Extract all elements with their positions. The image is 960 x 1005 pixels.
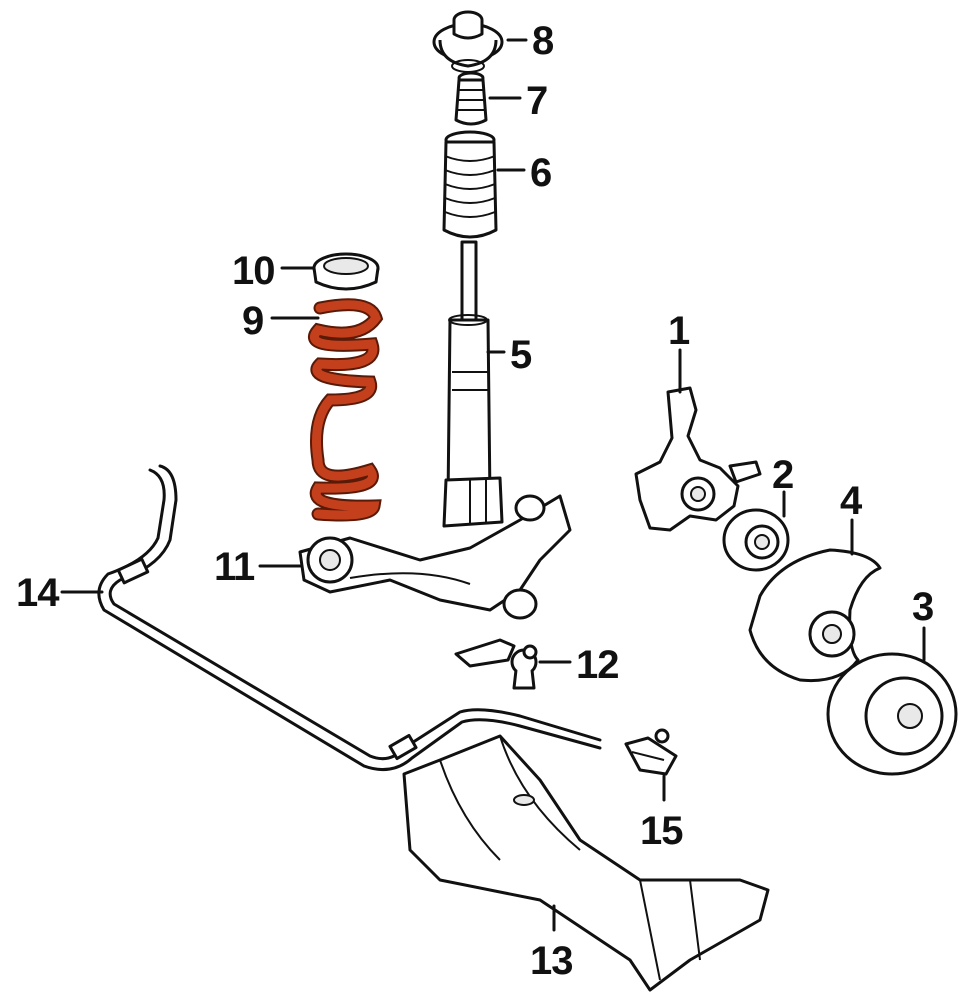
part-10-spring-insulator[interactable]	[312, 252, 380, 291]
part-9-coil-spring[interactable]	[308, 298, 384, 522]
callout-15: 15	[640, 809, 683, 853]
callout-10: 10	[232, 249, 275, 293]
part-12-ball-joint[interactable]	[454, 638, 538, 690]
callout-11: 11	[214, 545, 255, 589]
callout-12: 12	[576, 643, 619, 687]
callout-4: 4	[840, 479, 863, 523]
leader-lines	[60, 38, 926, 932]
callout-9: 9	[242, 299, 263, 343]
part-11-lower-control-arm[interactable]	[298, 494, 572, 620]
callout-14: 14	[16, 571, 60, 615]
callout-2: 2	[772, 453, 793, 497]
part-13-crossmember[interactable]	[402, 734, 770, 992]
callout-13: 13	[530, 939, 573, 983]
part-4-dust-shield[interactable]	[748, 548, 882, 683]
callout-3: 3	[912, 585, 933, 629]
part-8-strut-mount[interactable]	[432, 10, 504, 73]
part-6-dust-boot[interactable]	[442, 130, 498, 239]
callout-7: 7	[526, 79, 547, 123]
part-5-strut-assembly[interactable]	[442, 240, 504, 528]
part-3-brake-rotor[interactable]	[826, 652, 958, 776]
part-1-steering-knuckle[interactable]	[634, 386, 762, 532]
callout-1: 1	[668, 309, 690, 353]
part-2-wheel-hub[interactable]	[722, 508, 790, 572]
callout-6: 6	[530, 151, 551, 195]
part-7-bump-stop[interactable]	[454, 71, 488, 126]
callout-5: 5	[510, 333, 532, 377]
part-15-stabilizer-link[interactable]	[624, 728, 678, 776]
callout-8: 8	[532, 19, 554, 63]
